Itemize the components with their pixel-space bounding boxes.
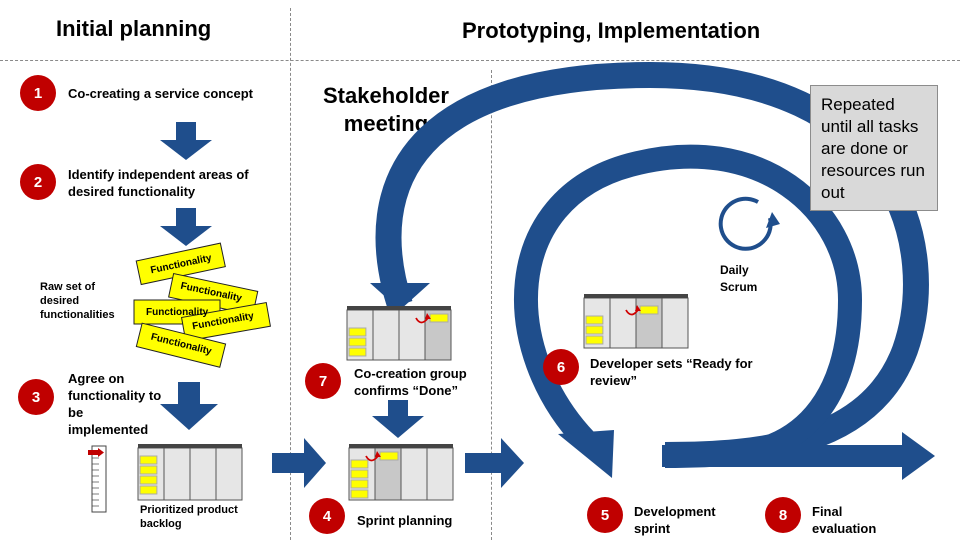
- backlog-board-sticky: [139, 455, 158, 465]
- inner-loop-arrow: [514, 144, 863, 467]
- sticky-functionality-4: [180, 301, 271, 342]
- sprint-planning-board-sticky: [350, 489, 369, 499]
- right-arrow-backlog: [272, 438, 326, 488]
- stakeholder-board-column: [372, 309, 400, 361]
- backlog-board: [137, 444, 243, 501]
- step-4-badge: 4: [309, 498, 345, 534]
- divider-stakeholder: [491, 70, 492, 540]
- down-arrow-2: [160, 208, 212, 246]
- sprint-planning-board-column: [426, 447, 454, 501]
- developer-board-move-arrowhead: [635, 305, 641, 311]
- step-4-text: Sprint planning: [357, 513, 453, 528]
- step-5-text: Development sprint: [634, 504, 716, 536]
- stakeholder-board-column: [398, 309, 426, 361]
- functionality-stickies: [133, 242, 271, 368]
- developer-board-sticky: [585, 315, 604, 325]
- backlog-board-column: [163, 447, 191, 501]
- step-5-badge: 5: [587, 497, 623, 533]
- repeated-note: Repeated until all tasks are done or res…: [810, 85, 938, 211]
- backlog-board-sticky: [139, 475, 158, 485]
- step-2-badge: 2: [20, 164, 56, 200]
- sprint-planning-board-move-arrowhead: [375, 451, 381, 457]
- stakeholder-board-moving-sticky: [429, 313, 449, 323]
- stakeholder-meeting-title: Stakeholder meeting: [323, 83, 449, 136]
- step-8-text: Final evaluation: [812, 504, 877, 536]
- stakeholder-board-sticky: [348, 327, 367, 337]
- sprint-planning-board-column: [400, 447, 428, 501]
- raw-set-label: Raw set of desired functionalities: [40, 281, 115, 321]
- step-1-badge: 1: [20, 75, 56, 111]
- step-6-text: Developer sets “Ready for review”: [590, 356, 753, 388]
- developer-board-moving-sticky: [639, 305, 659, 315]
- down-arrow-7: [372, 400, 424, 438]
- step-8-badge: 8: [765, 497, 801, 533]
- step-2-text: Identify independent areas of desired fu…: [68, 167, 249, 199]
- developer-board-sticky: [585, 325, 604, 335]
- backlog-board-sticky: [139, 485, 158, 495]
- stakeholder-board-sticky: [348, 347, 367, 357]
- step-3-badge: 3: [18, 379, 54, 415]
- final-arrow-head: [902, 432, 935, 480]
- backlog-ruler: [88, 445, 107, 513]
- stakeholder-board-sticky: [348, 337, 367, 347]
- sprint-planning-board-header-bar: [349, 444, 453, 448]
- outer-loop-arrowhead: [370, 283, 430, 310]
- developer-board-column: [609, 297, 637, 349]
- sprint-planning-board-moving-sticky: [379, 451, 399, 461]
- right-arrow-sprint: [465, 438, 524, 488]
- step-7-badge: 7: [305, 363, 341, 399]
- divider-planning: [290, 8, 291, 540]
- developer-board-column: [661, 297, 689, 349]
- sprint-planning-board: [348, 444, 454, 501]
- step-1-text: Co-creating a service concept: [68, 86, 253, 101]
- down-arrow-3: [160, 382, 218, 430]
- inner-loop-arrowhead: [558, 430, 614, 478]
- final-arrow-shaft: [662, 445, 902, 467]
- sprint-planning-board-sticky: [350, 469, 369, 479]
- backlog-board-column: [215, 447, 243, 501]
- down-arrow-1: [160, 122, 212, 160]
- stakeholder-board-move-arrow: [415, 317, 429, 324]
- initial-planning-title: Initial planning: [56, 16, 212, 41]
- backlog-board-column: [189, 447, 217, 501]
- daily-scrum-label: Daily Scrum: [720, 263, 758, 294]
- developer-board-move-arrow: [625, 309, 639, 316]
- sprint-planning-board-sticky: [350, 459, 369, 469]
- daily-scrum-arrow: [718, 196, 773, 251]
- backlog-board-sticky: [139, 465, 158, 475]
- sticky-label-3: Functionality: [146, 307, 209, 318]
- stakeholder-board: [346, 306, 452, 361]
- step-3-text: Agree on functionality to be implemented: [68, 371, 162, 437]
- backlog-label: Prioritized product backlog: [140, 504, 238, 530]
- step-6-badge: 6: [543, 349, 579, 385]
- sprint-planning-board-sticky: [350, 479, 369, 489]
- sticky-functionality-5: [135, 322, 227, 368]
- backlog-board-header-bar: [138, 444, 242, 448]
- divider-horizontal: [0, 60, 960, 61]
- sprint-planning-board-move-arrow: [365, 455, 379, 462]
- step-7-text: Co-creation group confirms “Done”: [354, 366, 467, 398]
- developer-board-sticky: [585, 335, 604, 345]
- stakeholder-board-move-arrowhead: [425, 313, 431, 319]
- stakeholder-board-header-bar: [347, 306, 451, 310]
- daily-scrum-arrowhead: [766, 212, 780, 228]
- developer-board: [583, 294, 689, 349]
- prototyping-title: Prototyping, Implementation: [462, 18, 761, 43]
- developer-board-header-bar: [584, 294, 688, 298]
